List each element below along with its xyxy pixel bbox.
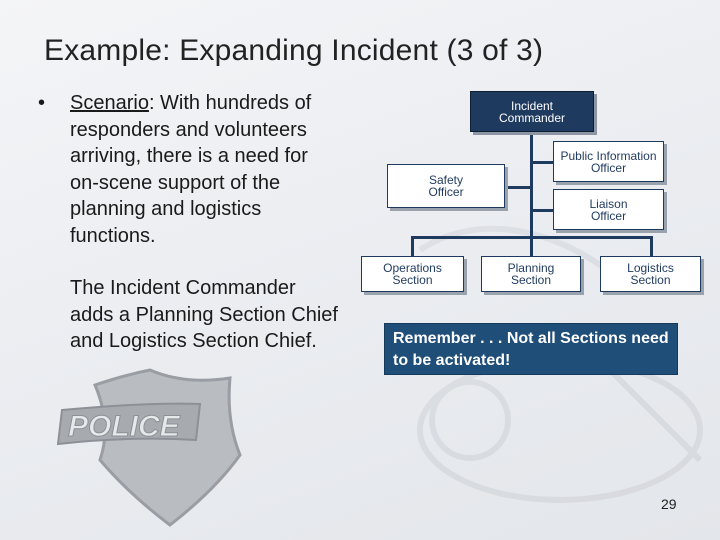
connector-ic-vertical xyxy=(530,132,533,238)
planning-section-box: Planning Section xyxy=(481,256,581,292)
operations-section-box: Operations Section xyxy=(361,256,464,292)
badge-text: POLICE xyxy=(68,410,181,443)
connector-logistics xyxy=(650,236,653,256)
bullet-text: • Scenario: With hundreds of responders a… xyxy=(38,90,338,355)
liaison-officer-box: Liaison Officer xyxy=(553,189,664,230)
remember-callout: Remember . . . Not all Sections need to … xyxy=(384,323,678,375)
safety-officer-box: Safety Officer xyxy=(387,164,505,208)
connector-planning xyxy=(530,236,533,256)
public-information-officer-box: Public Information Officer xyxy=(553,141,664,182)
connector-safety xyxy=(505,186,532,189)
connector-liaison xyxy=(531,209,556,212)
scenario-text: : With hundreds of responders and volunt… xyxy=(70,92,312,247)
incident-commander-box: Incident Commander xyxy=(470,91,594,132)
bullet-symbol: • xyxy=(38,92,46,114)
logistics-section-box: Logistics Section xyxy=(600,256,701,292)
bullet-scenario: • Scenario: With hundreds of responders a… xyxy=(38,90,338,249)
slide-title: Example: Expanding Incident (3 of 3) xyxy=(44,34,544,67)
paragraph-commander: The Incident Commander adds a Planning S… xyxy=(70,277,338,352)
scenario-label: Scenario xyxy=(70,92,149,114)
police-badge-icon: POLICE xyxy=(56,368,242,527)
page-number: 29 xyxy=(661,496,677,512)
connector-operations xyxy=(411,236,414,256)
connector-pio xyxy=(531,161,556,164)
